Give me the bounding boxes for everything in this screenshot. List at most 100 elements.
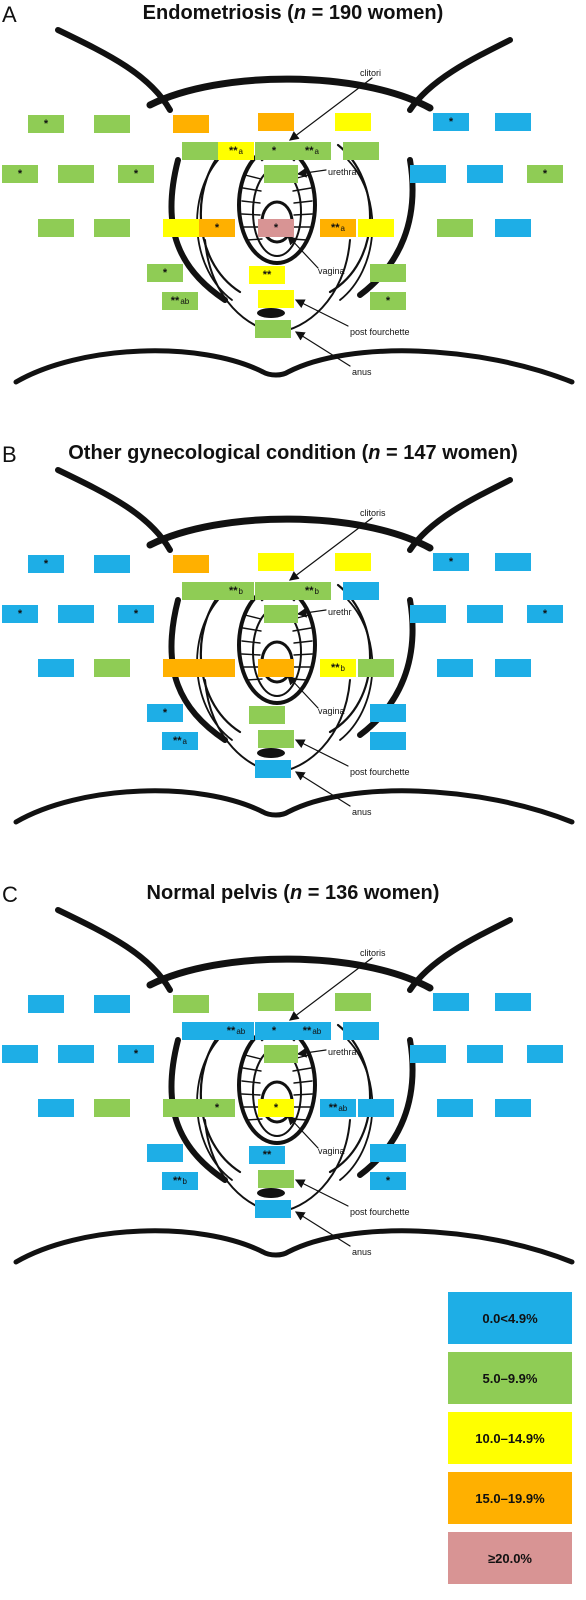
region-cell: * bbox=[433, 553, 469, 571]
region-cell bbox=[94, 115, 130, 133]
region-cell: * bbox=[199, 1099, 235, 1117]
significance-letter: ab bbox=[312, 1026, 322, 1036]
region-cell bbox=[370, 1144, 406, 1162]
significance-mark: * bbox=[448, 556, 454, 568]
significance-mark: * bbox=[385, 1175, 391, 1187]
significance-mark: * bbox=[273, 222, 279, 234]
title-prefix: Normal pelvis ( bbox=[146, 882, 290, 904]
region-cell: **b bbox=[320, 659, 356, 677]
region-cell: * bbox=[2, 165, 38, 183]
label-anus: anus bbox=[352, 807, 372, 817]
region-cell bbox=[94, 1099, 130, 1117]
significance-mark: ** bbox=[170, 295, 180, 307]
region-cell: * bbox=[147, 704, 183, 722]
significance-mark: ** bbox=[228, 585, 238, 597]
legend-item: 0.0<4.9% bbox=[448, 1292, 572, 1344]
region-cell: * bbox=[527, 165, 563, 183]
region-cell bbox=[370, 264, 406, 282]
label-urethra: urethr bbox=[328, 607, 352, 617]
region-cell bbox=[163, 219, 199, 237]
legend-item: 15.0–19.9% bbox=[448, 1472, 572, 1524]
significance-mark: * bbox=[214, 1102, 220, 1114]
region-cell bbox=[433, 993, 469, 1011]
title-suffix: = 136 women) bbox=[302, 882, 440, 904]
significance-letter: a bbox=[182, 736, 187, 746]
significance-mark: * bbox=[385, 295, 391, 307]
region-cell bbox=[358, 1099, 394, 1117]
panel-title: Endometriosis (n = 190 women) bbox=[0, 2, 586, 25]
significance-mark: * bbox=[542, 168, 548, 180]
significance-mark: ** bbox=[330, 662, 340, 674]
region-cell: **ab bbox=[218, 1022, 254, 1040]
color-legend: 0.0<4.9% 5.0–9.9% 10.0–14.9% 15.0–19.9% ≥20.… bbox=[448, 1292, 572, 1592]
region-cell bbox=[467, 605, 503, 623]
significance-mark: ** bbox=[304, 585, 314, 597]
significance-mark: ** bbox=[302, 1025, 312, 1037]
legend-item: 10.0–14.9% bbox=[448, 1412, 572, 1464]
panel-letter: B bbox=[2, 442, 17, 467]
label-urethra: urethra bbox=[328, 1047, 357, 1057]
region-cell bbox=[370, 704, 406, 722]
region-cell: **a bbox=[218, 142, 254, 160]
label-anus: anus bbox=[352, 1247, 372, 1257]
significance-mark: * bbox=[133, 168, 139, 180]
region-cell: * bbox=[147, 264, 183, 282]
region-cell bbox=[94, 659, 130, 677]
region-cell bbox=[258, 113, 294, 131]
region-cell: * bbox=[255, 142, 293, 160]
region-cell: ** bbox=[249, 1146, 285, 1164]
significance-mark: ** bbox=[330, 222, 340, 234]
significance-mark: * bbox=[133, 1048, 139, 1060]
region-cell bbox=[343, 142, 379, 160]
region-cell: * bbox=[370, 1172, 406, 1190]
region-cell: **ab bbox=[162, 292, 198, 310]
legend-item: ≥20.0% bbox=[448, 1532, 572, 1584]
significance-mark: * bbox=[271, 1025, 277, 1037]
region-cell bbox=[173, 555, 209, 573]
region-cell: **b bbox=[293, 582, 331, 600]
label-clitoris: clitoris bbox=[360, 948, 386, 958]
significance-mark: * bbox=[17, 608, 23, 620]
region-cell bbox=[467, 1045, 503, 1063]
region-cell bbox=[255, 1200, 291, 1218]
panel-letter: C bbox=[2, 882, 18, 907]
significance-mark: * bbox=[273, 1102, 279, 1114]
significance-mark: * bbox=[214, 222, 220, 234]
region-cell bbox=[258, 1170, 294, 1188]
region-cell bbox=[264, 605, 298, 623]
region-cell: **b bbox=[162, 1172, 198, 1190]
label-vagina: vagina bbox=[318, 1146, 345, 1156]
region-cell: * bbox=[258, 219, 294, 237]
significance-mark: * bbox=[17, 168, 23, 180]
label-anus: anus bbox=[352, 367, 372, 377]
region-cell bbox=[199, 659, 235, 677]
significance-letter: b bbox=[340, 663, 345, 673]
region-cell: * bbox=[255, 1022, 293, 1040]
significance-letter: b bbox=[238, 586, 243, 596]
panel-title: Other gynecological condition (n = 147 w… bbox=[0, 442, 586, 465]
region-cell bbox=[58, 165, 94, 183]
region-cell: * bbox=[370, 292, 406, 310]
region-cell bbox=[495, 1099, 531, 1117]
region-cell bbox=[182, 1022, 218, 1040]
significance-letter: a bbox=[238, 146, 243, 156]
panel-title: Normal pelvis (n = 136 women) bbox=[0, 882, 586, 905]
region-cell bbox=[94, 555, 130, 573]
region-cell: **ab bbox=[320, 1099, 356, 1117]
title-n: n bbox=[289, 882, 303, 904]
significance-mark: ** bbox=[226, 1025, 236, 1037]
region-cell: **ab bbox=[293, 1022, 331, 1040]
region-cell bbox=[163, 1099, 199, 1117]
significance-mark: * bbox=[162, 707, 168, 719]
region-cell bbox=[38, 1099, 74, 1117]
region-cell: **a bbox=[293, 142, 331, 160]
label-post-fourchette: post fourchette bbox=[350, 767, 410, 777]
legend-item: 5.0–9.9% bbox=[448, 1352, 572, 1404]
region-cell bbox=[410, 605, 446, 623]
region-cell: **a bbox=[320, 219, 356, 237]
significance-mark: * bbox=[542, 608, 548, 620]
region-cell bbox=[335, 553, 371, 571]
